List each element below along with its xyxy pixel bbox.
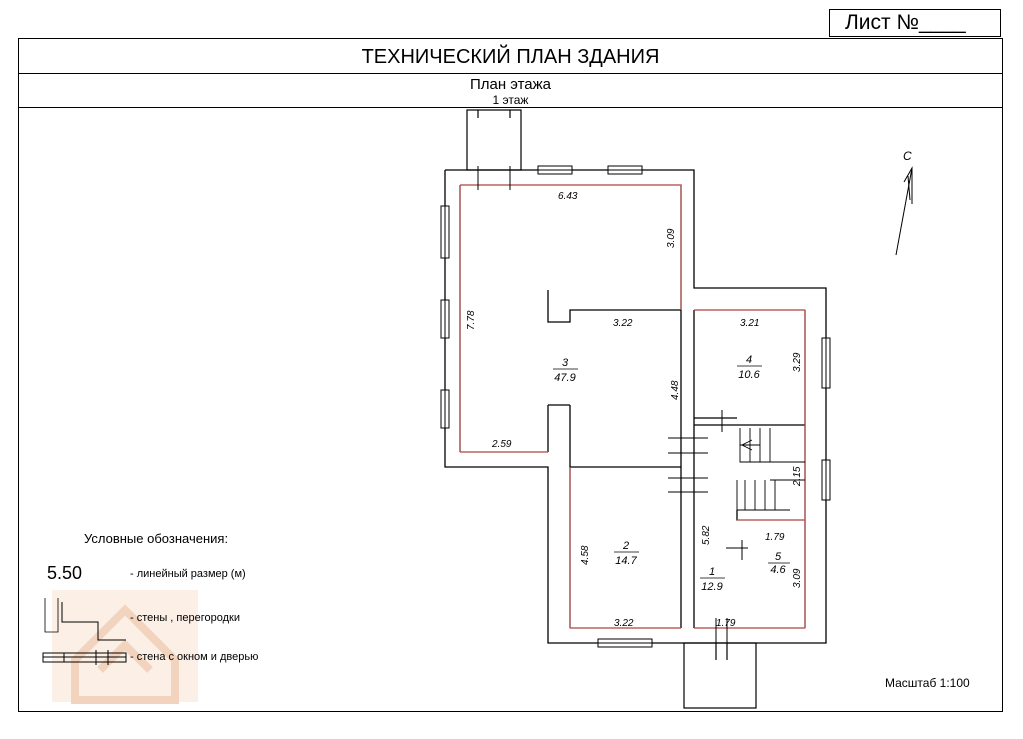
dim-label: 3.09	[792, 568, 803, 588]
dim-label: 5.82	[701, 525, 712, 545]
legend-title: Условные обозначения:	[84, 531, 229, 546]
north-arrow-icon	[895, 166, 913, 256]
legend-item: - стены , перегородки	[130, 612, 240, 624]
room-number: 3	[562, 357, 569, 369]
dim-label: 3.21	[740, 318, 759, 329]
legend-sample-value: 5.50	[47, 563, 83, 583]
sheet-number-box	[829, 9, 1001, 37]
dim-label: 4.48	[670, 380, 681, 400]
drawing-frame	[18, 38, 1003, 712]
dim-label: 6.43	[558, 191, 578, 202]
dim-label: 3.22	[613, 318, 633, 329]
outer-walls	[444, 169, 827, 644]
room-number: 1	[709, 566, 715, 578]
dim-label: 3.22	[614, 618, 634, 629]
watermark-logo-icon	[52, 590, 198, 704]
inner-outline	[459, 184, 806, 629]
dim-label: 2.59	[491, 439, 512, 450]
dim-label: 4.58	[580, 545, 591, 565]
dim-label: 2.15	[792, 466, 803, 487]
legend-symbols	[42, 598, 127, 665]
page-title: ТЕХНИЧЕСКИЙ ПЛАН ЗДАНИЯ	[361, 46, 660, 68]
porch-bottom	[683, 642, 757, 709]
plan-subtitle: План этажа	[469, 76, 552, 93]
dim-label: 1.79	[716, 618, 736, 629]
doors	[477, 166, 748, 652]
floor-label: 1 этаж	[492, 93, 529, 107]
room-number: 5	[775, 551, 782, 563]
porch-top	[466, 109, 522, 171]
dim-label: 3.29	[792, 352, 803, 372]
scale-label: Масштаб 1:100	[885, 676, 970, 690]
dim-label: 3.09	[666, 228, 677, 248]
dim-label: 7.78	[466, 310, 477, 330]
legend-item: - линейный размер (м)	[130, 568, 246, 580]
room-area: 14.7	[615, 555, 637, 567]
sheet-number-label: Лист №____	[845, 11, 966, 34]
room-area: 4.6	[770, 564, 786, 576]
windows	[440, 165, 831, 648]
dim-label: 1.79	[765, 532, 785, 543]
room-number: 4	[746, 354, 752, 366]
room-area: 12.9	[701, 581, 722, 593]
room-area: 10.6	[738, 369, 760, 381]
title-divider	[18, 73, 1003, 74]
room-area: 47.9	[554, 372, 575, 384]
staircase	[736, 428, 805, 511]
room-number: 2	[622, 540, 629, 552]
subtitle-divider	[18, 107, 1003, 108]
compass-letter: С	[903, 149, 912, 163]
legend-item: - стена с окном и дверью	[130, 651, 259, 663]
